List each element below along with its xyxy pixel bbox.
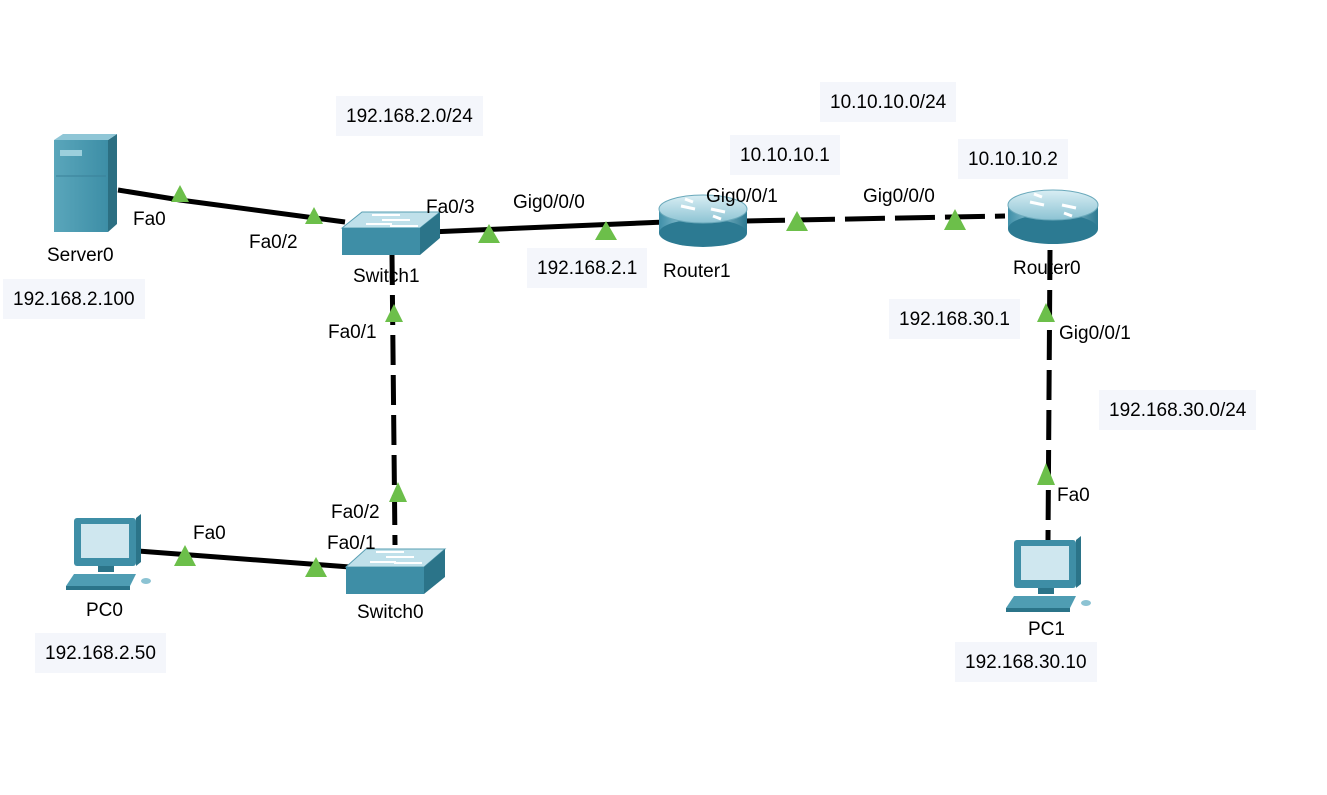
device-name-router1: Router1: [663, 261, 731, 282]
device-name-switch1: Switch1: [353, 266, 420, 287]
port-label-switch1-fa0-3: Fa0/3: [426, 197, 475, 218]
link-up-triangle-icon: [174, 545, 196, 566]
switch-icon[interactable]: [340, 211, 442, 255]
link-up-triangle-icon: [786, 211, 808, 231]
link-up-triangle-icon: [595, 221, 617, 240]
router-icon[interactable]: [1007, 189, 1099, 244]
link-up-triangle-icon: [385, 304, 403, 322]
link-status-indicators: [171, 185, 1055, 577]
port-label-switch0-fa0-2: Fa0/2: [331, 502, 380, 523]
port-label-router0-gig0-0-0: Gig0/0/0: [863, 186, 935, 207]
device-name-router0: Router0: [1013, 258, 1081, 279]
port-label-switch1-fa0-2: Fa0/2: [249, 232, 298, 253]
server-icon[interactable]: [54, 134, 117, 232]
link-up-triangle-icon: [944, 209, 966, 230]
note-router1-wan-ip[interactable]: 10.10.10.1: [730, 135, 840, 175]
port-label-router0-gig0-0-1: Gig0/0/1: [1059, 323, 1131, 344]
link-up-triangle-icon: [1037, 463, 1055, 485]
link-up-triangle-icon: [389, 482, 407, 502]
port-label-pc1-fa0: Fa0: [1057, 485, 1090, 506]
device-name-pc1: PC1: [1028, 619, 1065, 640]
note-pc0-ip[interactable]: 192.168.2.50: [35, 633, 166, 673]
port-label-switch1-fa0-1: Fa0/1: [328, 322, 377, 343]
note-router1-lan-ip[interactable]: 192.168.2.1: [527, 248, 648, 288]
note-pc1-ip[interactable]: 192.168.30.10: [955, 642, 1097, 682]
port-label-server0-fa0: Fa0: [133, 209, 166, 230]
port-label-pc0-fa0: Fa0: [193, 523, 226, 544]
link-up-triangle-icon: [171, 185, 189, 202]
device-name-server0: Server0: [47, 245, 114, 266]
link-switch1-router1[interactable]: [429, 219, 666, 235]
note-network-192-168-2[interactable]: 192.168.2.0/24: [336, 96, 483, 136]
pc-icon[interactable]: [66, 514, 151, 590]
router-icon[interactable]: [658, 194, 748, 247]
note-server0-ip[interactable]: 192.168.2.100: [3, 279, 145, 319]
note-router0-lan-ip[interactable]: 192.168.30.1: [889, 299, 1020, 339]
link-up-triangle-icon: [1037, 303, 1055, 322]
link-up-triangle-icon: [305, 557, 327, 577]
link-router0-pc1[interactable]: [1045, 249, 1053, 541]
device-name-pc0: PC0: [86, 600, 123, 621]
switch-icon[interactable]: [344, 548, 447, 594]
link-up-triangle-icon: [305, 207, 323, 224]
note-network-10-10-10[interactable]: 10.10.10.0/24: [820, 82, 957, 122]
note-network-192-168-30[interactable]: 192.168.30.0/24: [1099, 390, 1257, 430]
link-up-triangle-icon: [478, 224, 500, 243]
note-router0-wan-ip[interactable]: 10.10.10.2: [958, 139, 1068, 179]
port-label-router1-gig0-0-1: Gig0/0/1: [706, 186, 778, 207]
link-router1-router0[interactable]: [744, 213, 1006, 224]
device-name-switch0: Switch0: [357, 602, 424, 623]
port-label-router1-gig0-0-0: Gig0/0/0: [513, 192, 585, 213]
pc-icon[interactable]: [1006, 536, 1091, 612]
port-label-switch0-fa0-1: Fa0/1: [327, 533, 376, 554]
